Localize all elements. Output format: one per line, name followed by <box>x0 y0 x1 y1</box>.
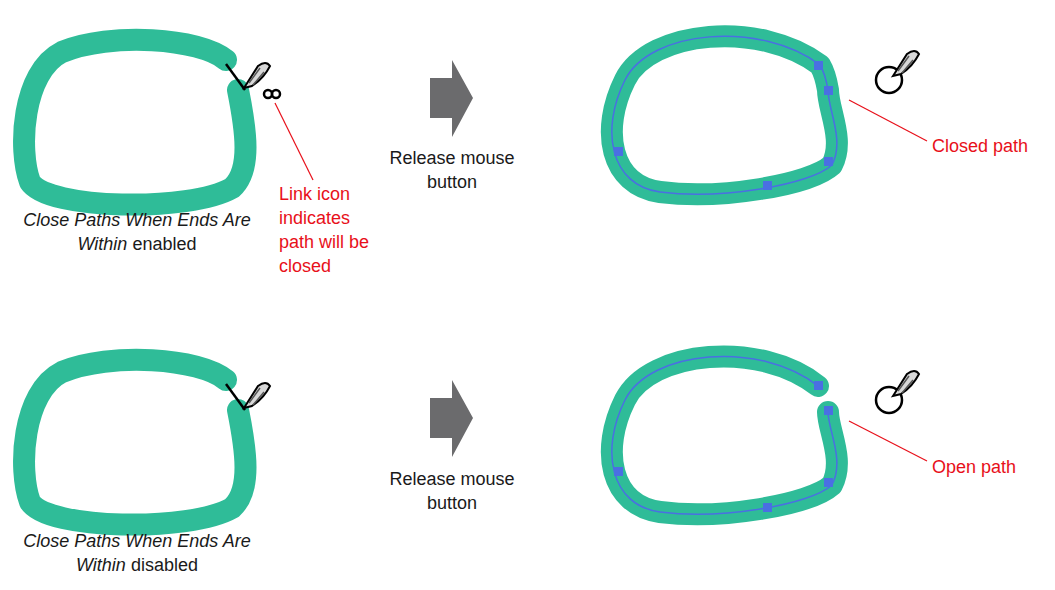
step-label: Release mouse button <box>389 148 514 192</box>
block-arrow <box>430 380 473 457</box>
setting-caption: enabled <box>132 234 196 254</box>
leader-line <box>849 421 927 461</box>
block-arrow <box>430 60 473 137</box>
callout-text: Closed path <box>932 136 1028 156</box>
callout-text: Link icon indicates path will be closed <box>279 184 369 276</box>
step-label-group: Release mouse button <box>372 146 532 194</box>
open-path <box>612 356 837 514</box>
leader-line <box>849 100 927 141</box>
pencil-stroke <box>24 360 245 525</box>
pencil-circle-icon <box>876 371 919 413</box>
link-icon <box>264 90 280 98</box>
callout-text-group: Link icon indicates path will be closed <box>279 182 379 278</box>
callout-text-group: Open path <box>932 455 1050 479</box>
pencil-tip-line <box>226 384 245 410</box>
setting-caption: disabled <box>131 555 198 575</box>
pencil-icon <box>244 63 270 88</box>
closed-path <box>612 36 837 194</box>
pencil-icon <box>244 383 270 408</box>
pencil-tip-line <box>226 64 245 90</box>
callout-text-group: Closed path <box>932 134 1050 158</box>
step-label-group: Release mouse button <box>372 467 532 515</box>
step-label: Release mouse button <box>389 469 514 513</box>
pencil-circle-icon <box>876 51 919 93</box>
leader-line <box>275 103 313 180</box>
pencil-stroke <box>24 40 245 205</box>
setting-caption-group: Close Paths When Ends Are Withinenabled <box>12 208 262 256</box>
callout-text: Open path <box>932 457 1016 477</box>
setting-caption-group: Close Paths When Ends Are Withindisabled <box>12 529 262 577</box>
